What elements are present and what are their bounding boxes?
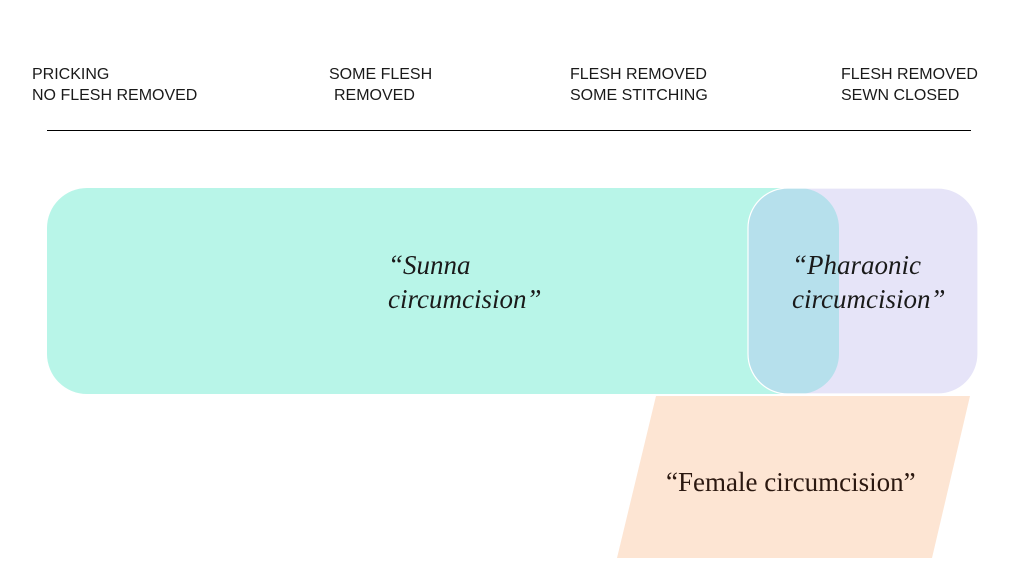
scale-label-some-stitching: FLESH REMOVED SOME STITCHING — [570, 64, 708, 106]
sunna-circumcision-region — [47, 188, 839, 394]
region-label-line: “Sunna — [388, 250, 471, 280]
scale-label-some-flesh: SOME FLESH REMOVED — [329, 64, 432, 106]
female-circumcision-region — [617, 396, 970, 558]
scale-label-line: PRICKING — [32, 66, 110, 83]
overlap-region — [748, 188, 839, 394]
pharaonic-circumcision-label: “Pharaonic circumcision” — [792, 248, 945, 316]
scale-label-line: FLESH REMOVED — [841, 66, 978, 83]
scale-label-line: SOME STITCHING — [570, 87, 708, 104]
sunna-circumcision-label: “Sunna circumcision” — [388, 248, 541, 316]
region-label-line: “Pharaonic — [792, 250, 922, 280]
scale-label-line: SOME FLESH — [329, 66, 433, 83]
region-label-line: circumcision” — [388, 284, 542, 314]
scale-label-line: FLESH REMOVED — [570, 66, 707, 83]
scale-label-line: REMOVED — [334, 87, 415, 104]
female-circumcision-label: “Female circumcision” — [666, 467, 916, 497]
region-label-line: circumcision” — [792, 284, 946, 314]
scale-label-sewn-closed: FLESH REMOVED SEWN CLOSED — [841, 64, 978, 106]
scale-axis-line — [47, 130, 971, 131]
scale-label-line: SEWN CLOSED — [841, 87, 960, 104]
scale-label-line: NO FLESH REMOVED — [32, 87, 198, 104]
scale-label-pricking: PRICKING NO FLESH REMOVED — [32, 64, 197, 106]
pharaonic-outline — [747, 187, 979, 395]
